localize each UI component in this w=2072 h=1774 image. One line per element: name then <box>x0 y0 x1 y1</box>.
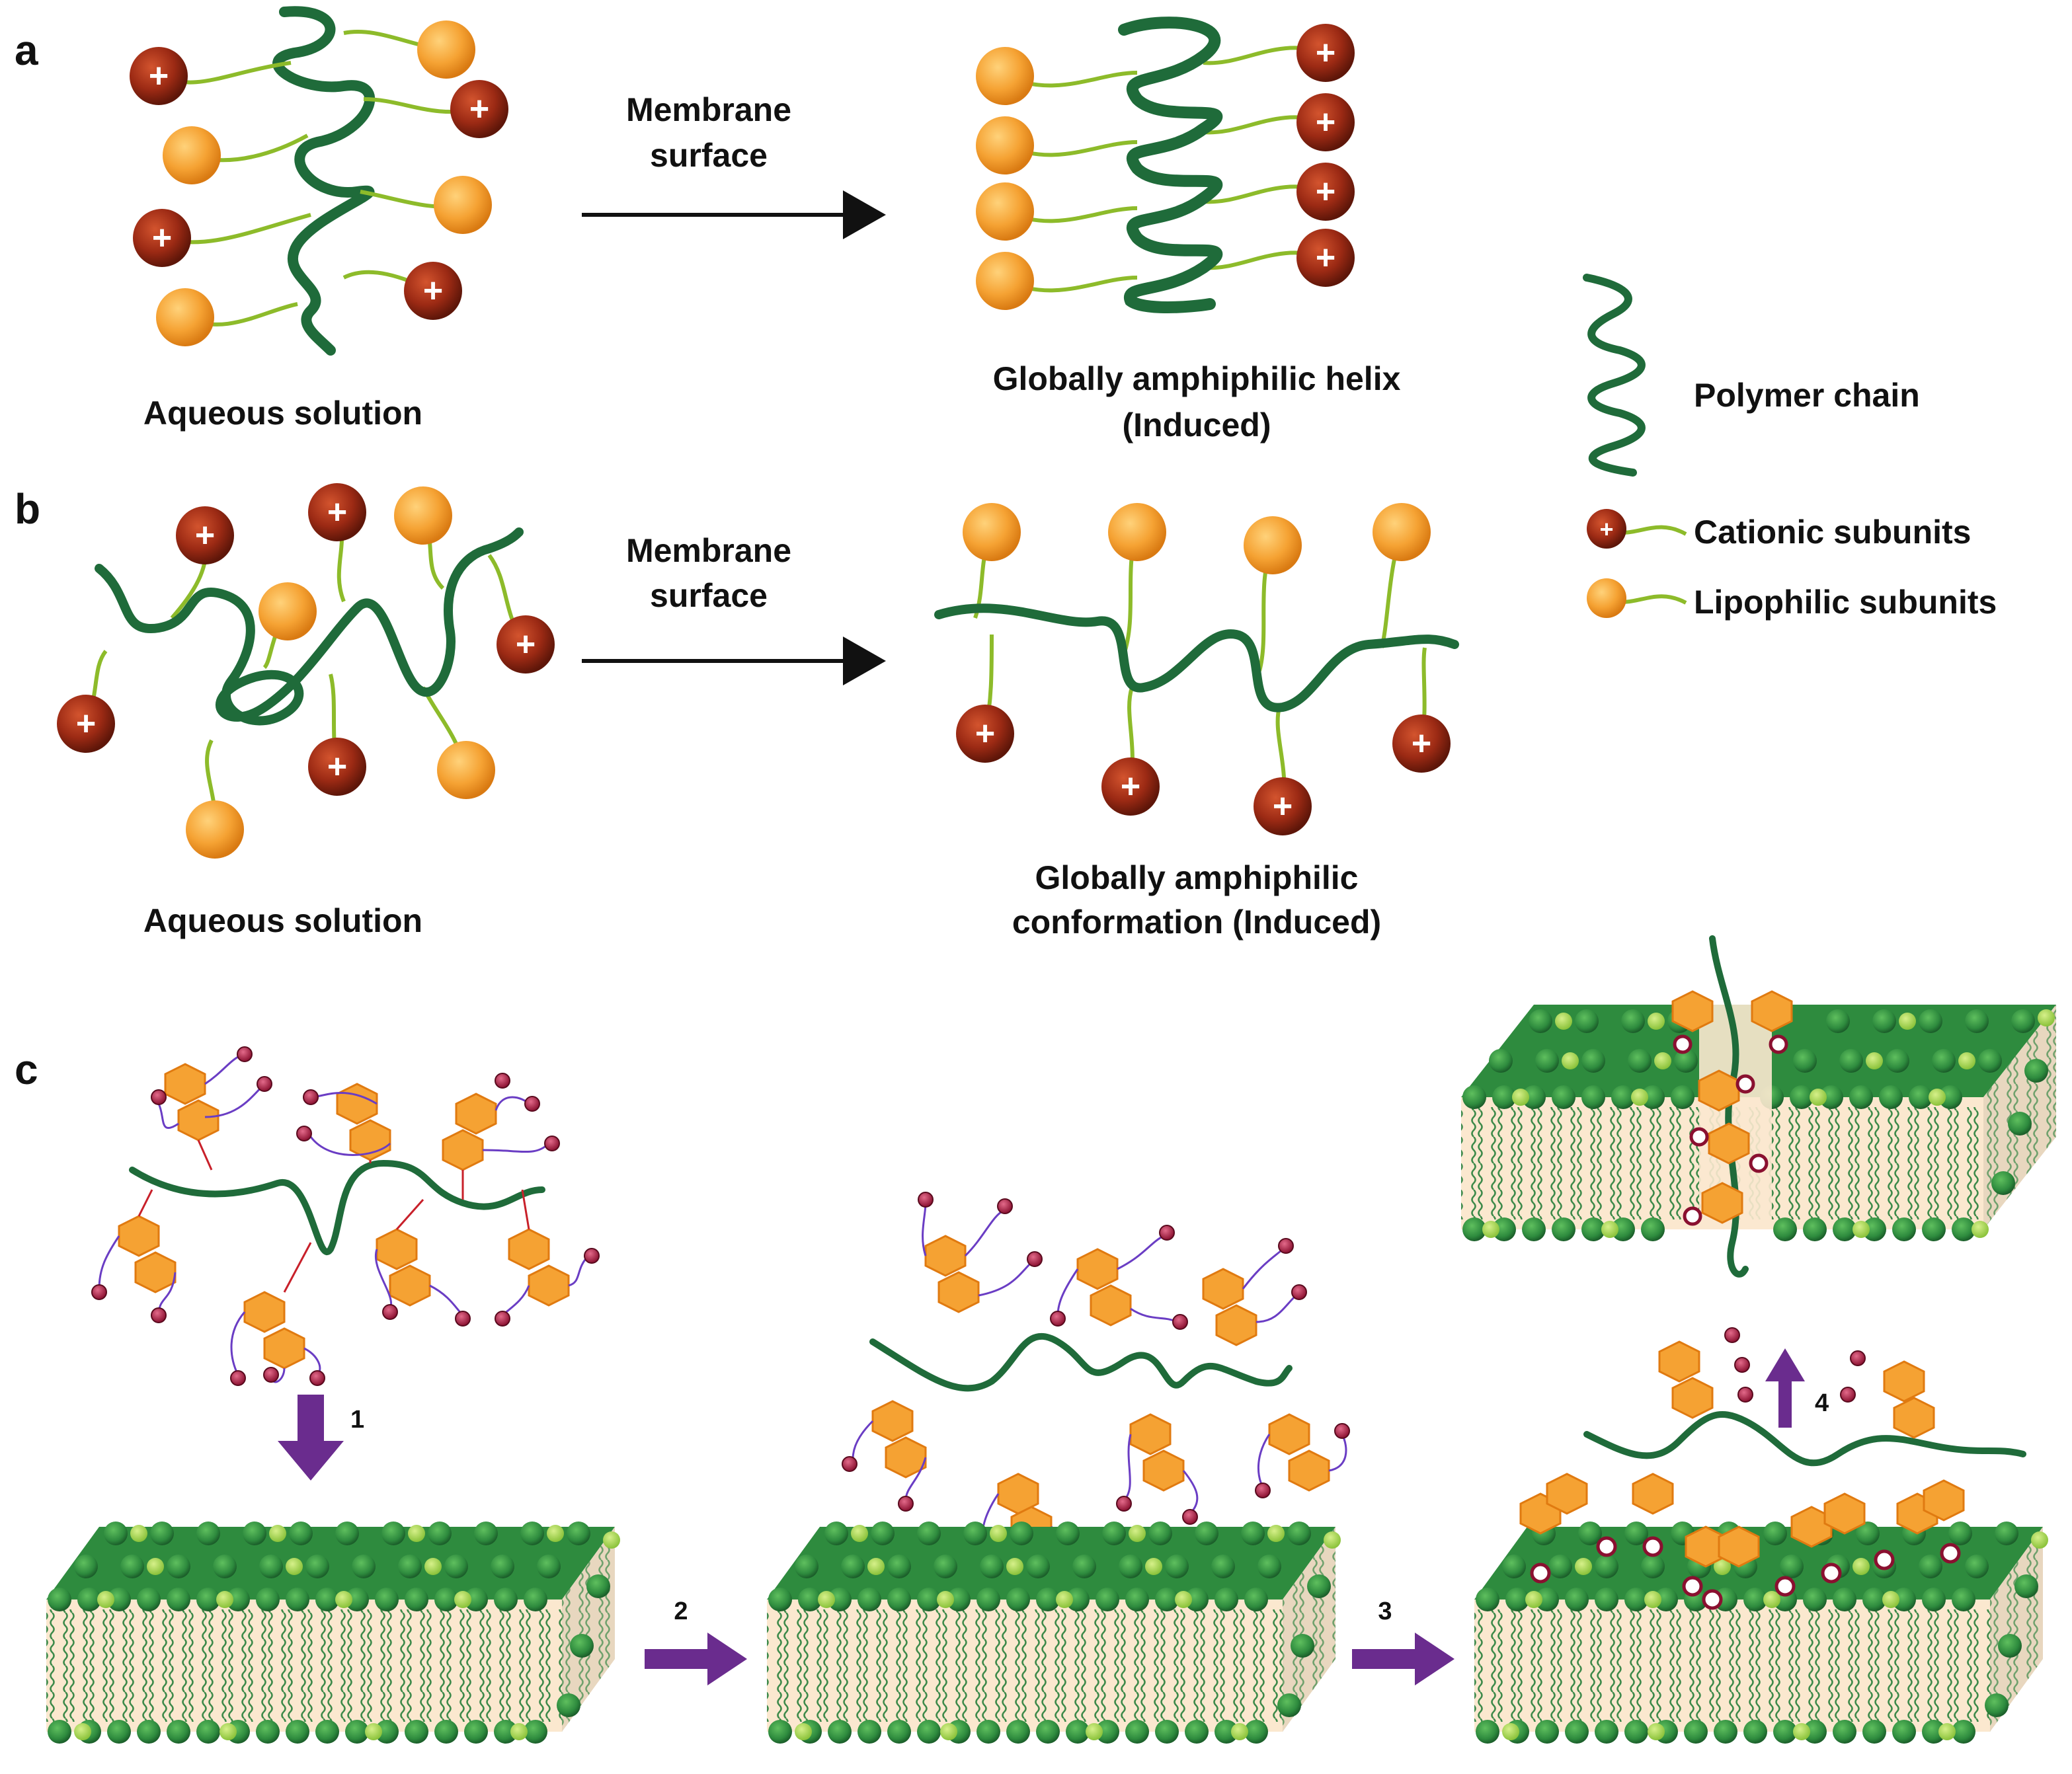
lipophilic-subunit <box>259 582 317 640</box>
panel-c-adsorbed-polymer <box>842 1192 1350 1571</box>
svg-text:+: + <box>975 714 995 753</box>
svg-text:+: + <box>76 705 96 743</box>
legend-cationic-icon: + <box>1587 509 1687 549</box>
panel-b-arrow-label-line2: surface <box>650 577 768 614</box>
lipophilic-subunit <box>1108 503 1166 561</box>
legend-polymer-label: Polymer chain <box>1694 377 1920 414</box>
step-2-label: 2 <box>674 1598 688 1625</box>
lipophilic-subunit <box>1373 503 1431 561</box>
cationic-subunit: + <box>308 738 366 796</box>
lipophilic-subunit <box>163 126 221 184</box>
panel-label-b: b <box>15 485 40 533</box>
legend: Polymer chain + Cationic subunits Lipoph… <box>1583 274 1997 621</box>
panel-a-arrow <box>582 190 886 239</box>
svg-text:+: + <box>1316 103 1335 141</box>
svg-text:+: + <box>469 90 489 128</box>
step-4-arrow <box>1765 1348 1805 1428</box>
cationic-subunit: + <box>130 47 188 105</box>
svg-text:+: + <box>1316 34 1335 72</box>
svg-text:+: + <box>516 625 536 664</box>
membrane-2 <box>767 1522 1341 1744</box>
membrane-3 <box>1474 1411 2048 1744</box>
cationic-subunit: + <box>57 695 115 753</box>
svg-text:+: + <box>1273 787 1293 826</box>
panel-b-right-caption-line1: Globally amphiphilic <box>1035 859 1359 896</box>
cationic-subunit: + <box>497 615 555 674</box>
svg-text:+: + <box>1599 516 1613 543</box>
cationic-subunit: + <box>308 483 366 541</box>
panel-label-a: a <box>15 26 38 74</box>
step-1-label: 1 <box>350 1406 364 1434</box>
step-2-arrow <box>645 1633 747 1685</box>
lipophilic-subunit <box>417 20 475 79</box>
panel-b-random-coil: + + + + + <box>57 483 555 859</box>
legend-lipophilic-label: Lipophilic subunits <box>1694 584 1997 621</box>
cationic-subunit: + <box>450 80 508 138</box>
cationic-subunit: + <box>176 506 234 564</box>
lipophilic-subunit <box>186 800 244 859</box>
step-1-arrow <box>278 1395 344 1481</box>
membrane-pore <box>1461 935 2056 1278</box>
panel-b-left-caption: Aqueous solution <box>143 902 422 939</box>
svg-text:+: + <box>152 219 172 257</box>
lipophilic-subunit <box>976 252 1034 310</box>
cationic-subunit: + <box>1296 229 1355 287</box>
step-3-arrow <box>1352 1633 1454 1685</box>
svg-text:+: + <box>149 57 169 95</box>
svg-text:+: + <box>1316 173 1335 211</box>
panel-a-right-caption-line1: Globally amphiphilic helix <box>993 360 1401 397</box>
legend-polymer-icon <box>1583 274 1646 477</box>
lipophilic-subunit <box>976 47 1034 105</box>
cationic-subunit: + <box>1392 714 1451 773</box>
panel-label-c: c <box>15 1046 38 1093</box>
lipophilic-subunit <box>434 176 492 234</box>
lipophilic-subunit <box>156 288 214 346</box>
cationic-subunit: + <box>1296 24 1355 82</box>
svg-text:+: + <box>1121 767 1140 806</box>
cationic-subunit: + <box>956 705 1014 763</box>
membrane-1 <box>46 1522 620 1744</box>
panel-a-left-caption: Aqueous solution <box>143 395 422 432</box>
cationic-subunit: + <box>1296 163 1355 221</box>
step-3-label: 3 <box>1378 1598 1392 1625</box>
panel-b-amphiphilic-conformation: + + + + <box>934 503 1459 835</box>
panel-b-right-caption-line2: conformation (Induced) <box>1012 904 1381 941</box>
svg-text:+: + <box>1412 724 1431 763</box>
lipophilic-subunit <box>976 182 1034 241</box>
lipophilic-subunit <box>1244 516 1302 574</box>
panel-a-arrow-label-line1: Membrane <box>626 91 791 128</box>
lipophilic-subunit <box>437 741 495 799</box>
panel-a-helix: + + + + <box>976 17 1355 313</box>
cationic-subunit: + <box>404 262 462 320</box>
lipophilic-subunit <box>976 116 1034 174</box>
panel-a-right-caption-line2: (Induced) <box>1123 406 1271 444</box>
cationic-subunit: + <box>1296 93 1355 151</box>
panel-a-arrow-label-line2: surface <box>650 137 768 174</box>
svg-text:+: + <box>327 493 347 531</box>
panel-a-left-subunits: + + + + <box>130 20 508 346</box>
lipophilic-subunit <box>963 503 1021 561</box>
cationic-subunit: + <box>1101 757 1160 816</box>
cationic-subunit: + <box>1254 777 1312 835</box>
panel-b-arrow-label-line1: Membrane <box>626 532 791 569</box>
svg-text:+: + <box>327 748 347 786</box>
panel-c-released-fragments <box>1658 1327 1935 1439</box>
panel-b-arrow <box>582 636 886 685</box>
svg-text:+: + <box>1316 239 1335 277</box>
svg-text:+: + <box>423 272 443 310</box>
panel-c-free-polymer <box>91 1046 600 1386</box>
legend-cationic-label: Cationic subunits <box>1694 514 1971 551</box>
cationic-subunit: + <box>133 209 191 267</box>
svg-text:+: + <box>195 516 215 555</box>
legend-lipophilic-icon <box>1587 578 1687 618</box>
step-4-label: 4 <box>1815 1389 1829 1417</box>
lipophilic-subunit <box>394 486 452 545</box>
